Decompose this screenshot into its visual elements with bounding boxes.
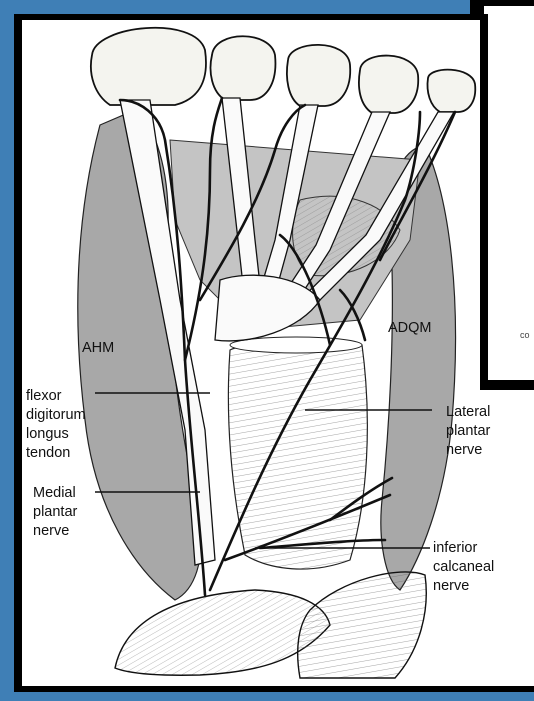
label-flexor-line-3: longus (26, 426, 69, 442)
label-flexor-line-2: digitorum (26, 407, 86, 423)
label-inferior-line-1: inferior (433, 540, 477, 556)
label-medial-line-1: Medial (33, 485, 76, 501)
label-medial-line-3: nerve (33, 523, 69, 539)
label-lateral-line-2: plantar (446, 423, 491, 439)
toe-1 (91, 28, 206, 105)
label-flexor-line-1: flexor (26, 388, 62, 404)
toe-2 (211, 36, 276, 100)
label-inferior-line-3: nerve (433, 578, 469, 594)
flexor-brevis-muscle (228, 340, 367, 570)
label-lateral-line-1: Lateral (446, 404, 490, 420)
label-inferior-line-2: calcaneal (433, 559, 494, 575)
label-lateral-line-3: nerve (446, 442, 482, 458)
label-ahm: AHM (82, 340, 114, 356)
fragment-label: co (520, 330, 530, 340)
label-medial-line-2: plantar (33, 504, 78, 520)
toe-5 (428, 70, 476, 112)
toe-4 (359, 56, 418, 113)
toe-3 (287, 45, 350, 106)
label-flexor-line-4: tendon (26, 445, 70, 461)
label-adqm: ADQM (388, 320, 432, 336)
